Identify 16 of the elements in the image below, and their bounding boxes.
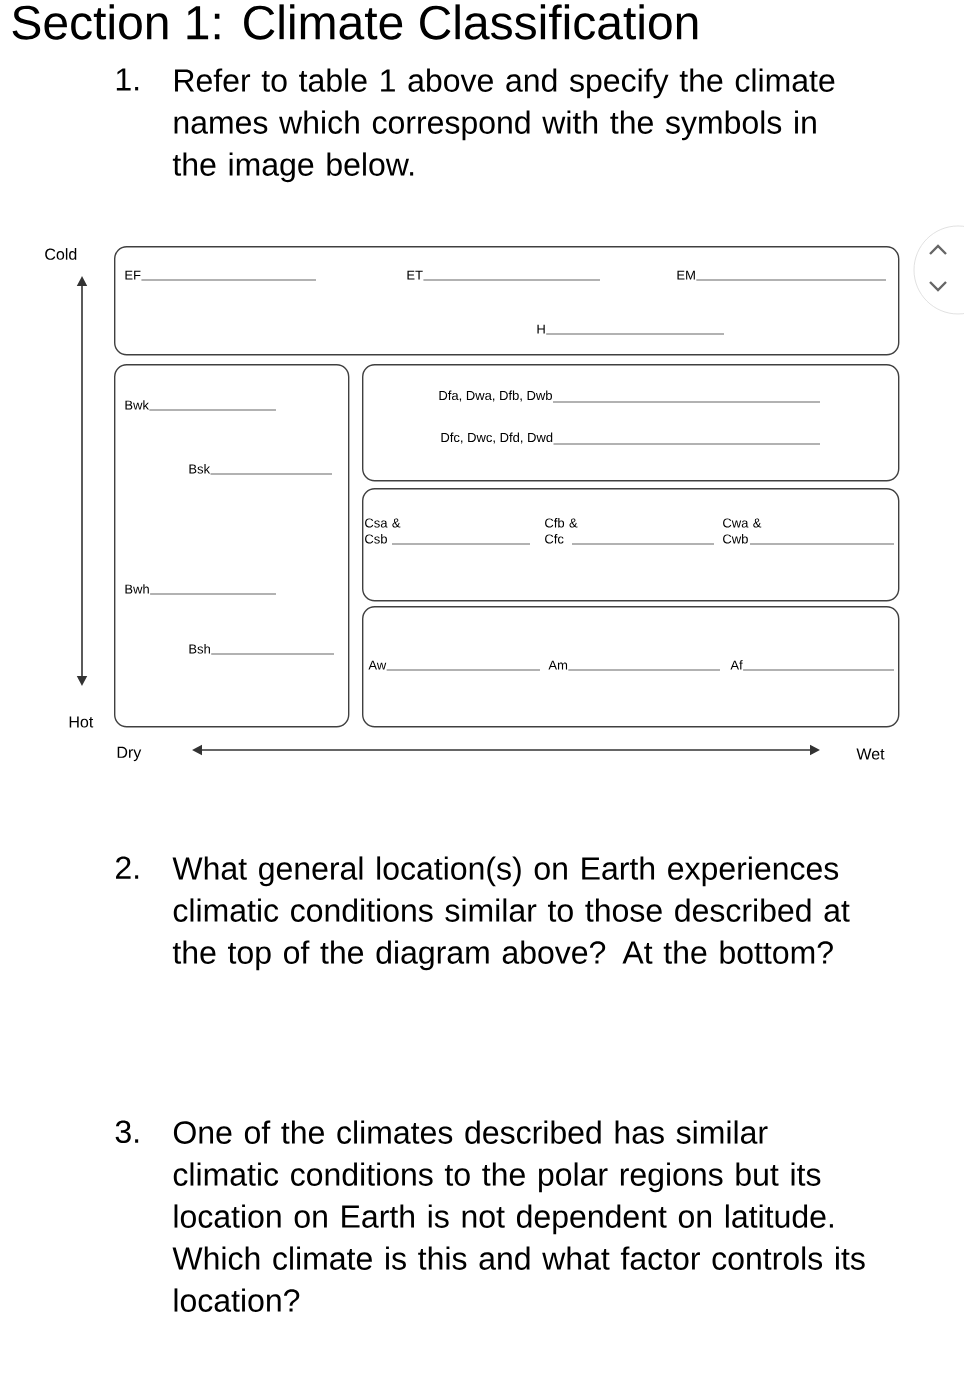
- climate-box: [362, 364, 900, 482]
- title: Section 1: Climate Classification: [12, 4, 698, 40]
- axis-label: Wet: [856, 748, 885, 760]
- question-number: 2.: [116, 856, 139, 879]
- question-text: One of the climates described has similar climatic conditions to the polar regions but its location on Earth is not dependent on latitude. Which climate is this and what factor controls its location?: [172, 1120, 865, 1312]
- climate-box: [362, 606, 900, 728]
- axis-label: Dry: [117, 746, 142, 762]
- climate-box: [114, 246, 900, 356]
- question-text: What general location(s) on Earth experiences climatic conditions similar to those described at the top of the diagram above? At the bottom?: [172, 856, 850, 971]
- climate-box: [114, 364, 350, 728]
- axis-label: Cold: [45, 248, 77, 260]
- question-text: Refer to table 1 above and specify the climate names which correspond with the symbols in the image below.: [172, 68, 835, 183]
- question-number: 1.: [116, 68, 139, 91]
- question-number: 3.: [115, 1120, 139, 1144]
- axis-label: Hot: [69, 716, 94, 728]
- climate-box: [362, 488, 900, 602]
